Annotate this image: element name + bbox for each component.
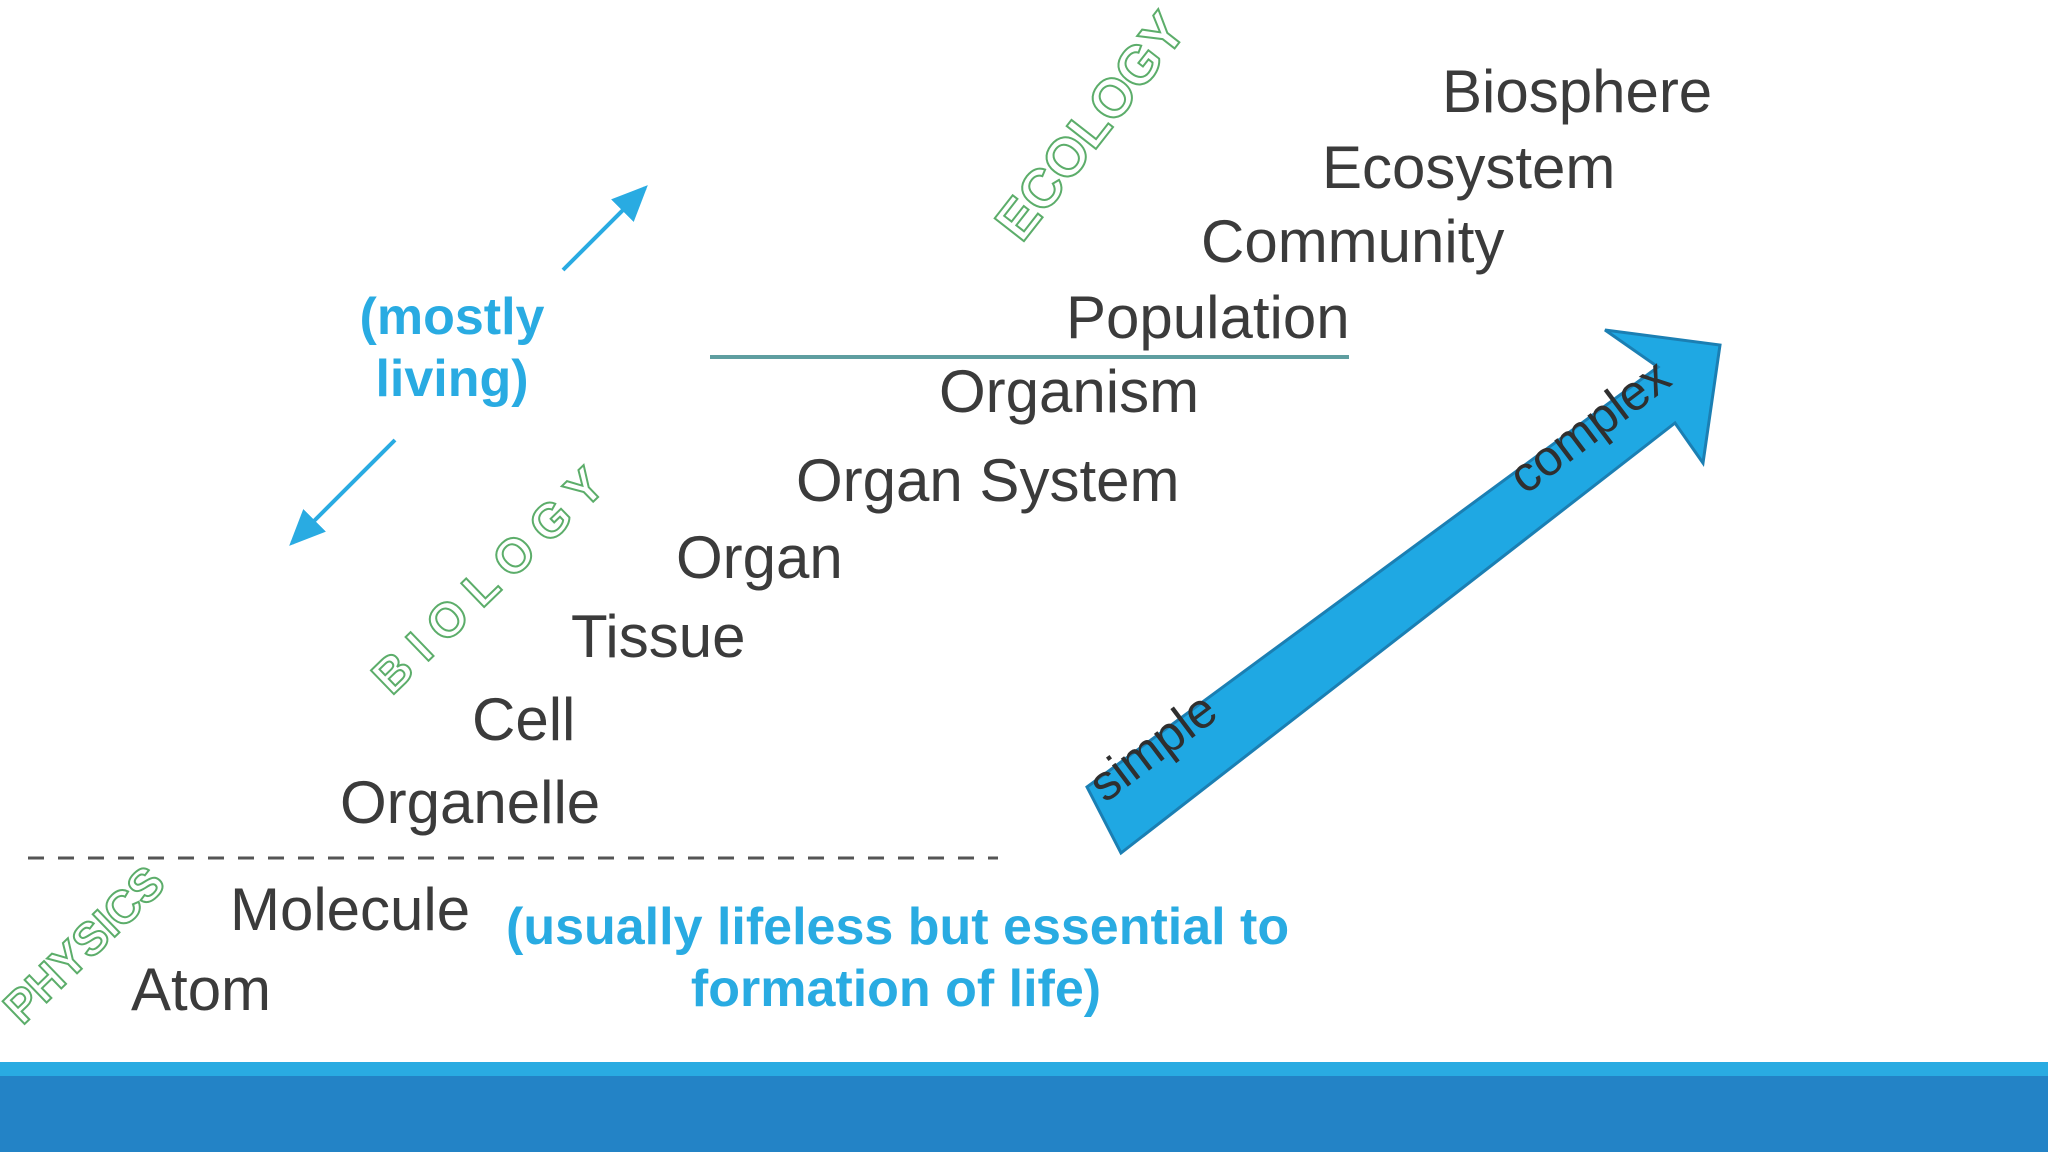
footer-accent-band: [0, 1062, 2048, 1076]
note-mostly-living: (mostly living): [340, 286, 564, 411]
up-arrow: [561, 185, 648, 272]
level-cell: Cell: [472, 686, 576, 753]
note-mostly-living-line1: (mostly: [359, 288, 545, 346]
level-ecosystem: Ecosystem: [1322, 134, 1616, 201]
level-biosphere: Biosphere: [1442, 58, 1713, 125]
note-usually-lifeless: (usually lifeless but essential to forma…: [506, 896, 1290, 1021]
level-molecule: Molecule: [230, 876, 471, 943]
note-usually-lifeless-line1: (usually lifeless but essential to: [506, 898, 1290, 956]
level-community: Community: [1201, 208, 1505, 275]
complexity-arrow: [1085, 328, 1722, 856]
level-organ: Organ: [676, 524, 843, 591]
level-organism: Organism: [939, 358, 1200, 425]
level-organelle: Organelle: [340, 769, 601, 836]
down-arrow: [289, 438, 397, 546]
level-atom: Atom: [131, 956, 272, 1023]
footer-band: [0, 1076, 2048, 1152]
level-population: Population: [1066, 284, 1350, 351]
level-tissue: Tissue: [571, 603, 746, 670]
note-usually-lifeless-line2: formation of life): [690, 960, 1102, 1019]
level-organ-system: Organ System: [796, 447, 1180, 514]
note-mostly-living-line2: living): [375, 350, 529, 409]
